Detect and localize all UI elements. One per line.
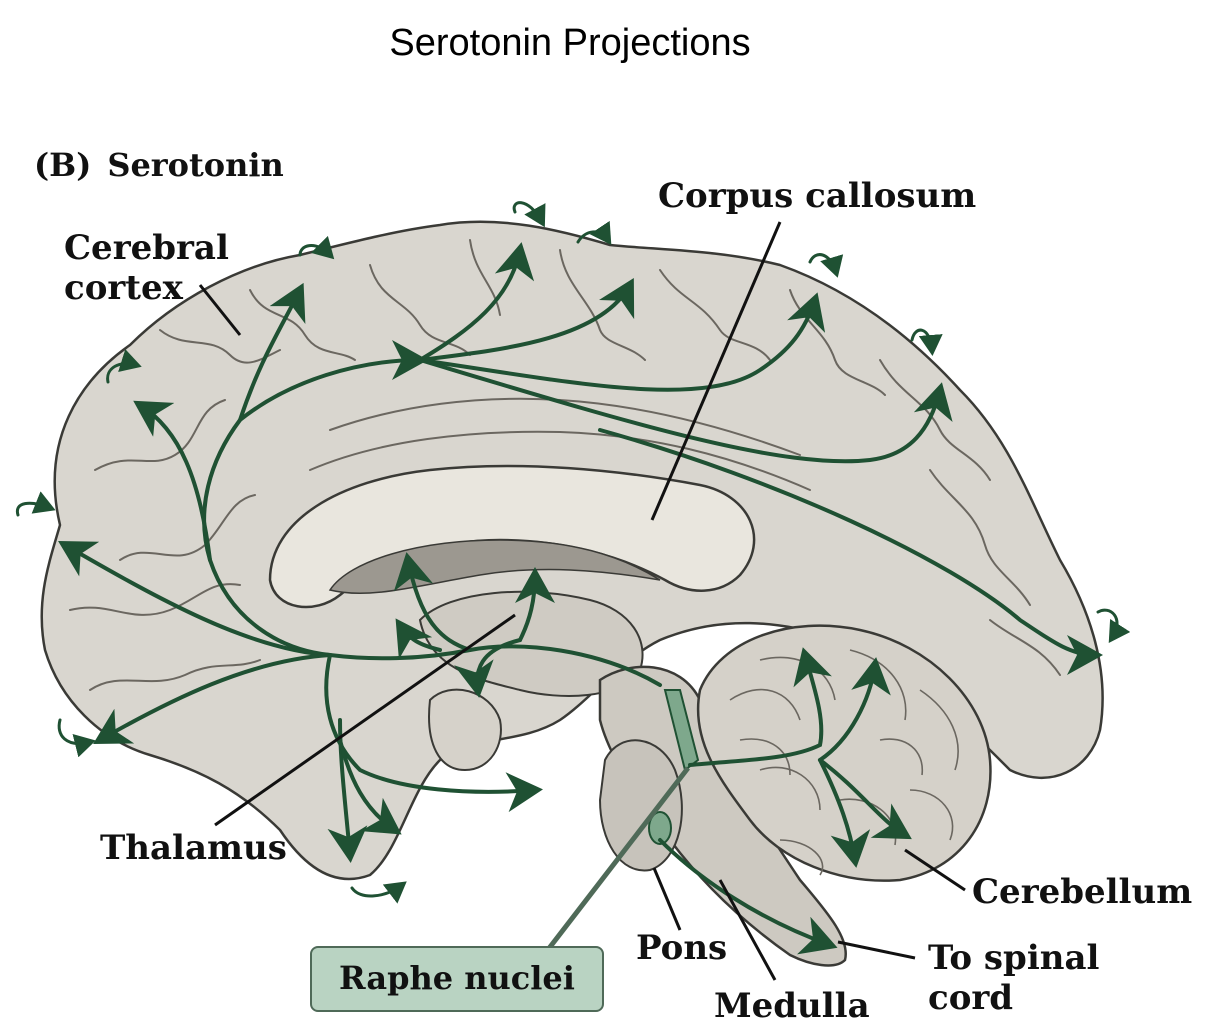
leader-lines (198, 221, 966, 981)
label-cerebral-cortex: Cerebral cortex (64, 228, 229, 308)
label-to-spinal-cord-line2: cord (928, 978, 1014, 1018)
panel-letter: (B) (34, 146, 92, 184)
sulci (69, 239, 1061, 691)
label-corpus-callosum: Corpus callosum (658, 176, 977, 216)
serotonin-pathways (58, 242, 1103, 955)
panel-label: (B) Serotonin (34, 146, 284, 184)
fiber-curls (15, 201, 1131, 904)
raphe-nuclei-lower (648, 811, 672, 845)
panel-name: Serotonin (107, 146, 284, 184)
label-to-spinal-cord-line1: To spinal (928, 938, 1100, 978)
label-pons: Pons (636, 928, 728, 968)
label-cerebellum: Cerebellum (972, 872, 1193, 912)
label-medulla: Medulla (714, 986, 870, 1026)
label-to-spinal-cord: To spinal cord (928, 938, 1099, 1018)
label-cerebral-cortex-line2: cortex (64, 268, 183, 308)
label-raphe-nuclei: Raphe nuclei (310, 946, 604, 1012)
raphe-nuclei-upper (663, 689, 700, 772)
label-cerebral-cortex-line1: Cerebral (64, 228, 229, 268)
slide-title: Serotonin Projections (389, 22, 751, 64)
label-thalamus: Thalamus (100, 828, 287, 868)
cerebellum-shape (696, 624, 992, 882)
